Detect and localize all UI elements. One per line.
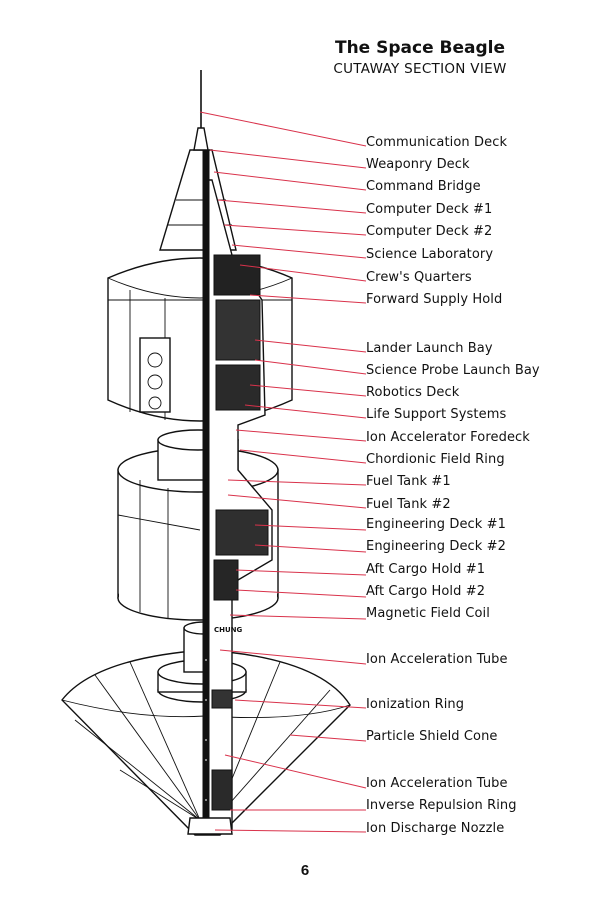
label-aft-cargo-hold-1: Aft Cargo Hold #1 [366, 562, 486, 577]
page-title: The Space Beagle [334, 38, 506, 58]
label-engineering-deck-2: Engineering Deck #2 [366, 539, 507, 554]
label-ion-acceleration-tube-upper: Ion Acceleration Tube [366, 652, 508, 667]
label-ion-accelerator-foredeck: Ion Accelerator Foredeck [366, 430, 530, 445]
label-chordionic-field-ring: Chordionic Field Ring [366, 452, 505, 467]
label-command-bridge: Command Bridge [366, 179, 481, 194]
artist-signature: CHUNG [214, 626, 243, 634]
label-particle-shield-cone: Particle Shield Cone [366, 729, 498, 744]
label-ionization-ring: Ionization Ring [366, 697, 465, 712]
label-forward-supply-hold: Forward Supply Hold [366, 292, 503, 307]
label-fuel-tank-1: Fuel Tank #1 [366, 474, 451, 489]
label-weaponry-deck: Weaponry Deck [366, 157, 470, 172]
label-life-support-systems: Life Support Systems [366, 407, 507, 422]
label-fuel-tank-2: Fuel Tank #2 [366, 497, 451, 512]
label-computer-deck-2: Computer Deck #2 [366, 224, 493, 239]
label-engineering-deck-1: Engineering Deck #1 [366, 517, 507, 532]
label-computer-deck-1: Computer Deck #1 [366, 202, 493, 217]
label-science-probe-launch-bay: Science Probe Launch Bay [366, 363, 540, 378]
page-number: 6 [300, 862, 310, 879]
interior-machinery [211, 254, 269, 811]
label-inverse-repulsion-ring: Inverse Repulsion Ring [366, 798, 517, 813]
label-magnetic-field-coil: Magnetic Field Coil [366, 606, 490, 621]
label-communication-deck: Communication Deck [366, 135, 508, 150]
label-lander-launch-bay: Lander Launch Bay [366, 341, 493, 356]
leader-lines [199, 111, 367, 833]
label-ion-acceleration-tube-lower: Ion Acceleration Tube [366, 776, 508, 791]
page-subtitle: CUTAWAY SECTION VIEW [333, 61, 507, 77]
label-science-laboratory: Science Laboratory [366, 247, 494, 262]
label-crews-quarters: Crew's Quarters [366, 270, 472, 285]
label-robotics-deck: Robotics Deck [366, 385, 460, 400]
label-aft-cargo-hold-2: Aft Cargo Hold #2 [366, 584, 486, 599]
label-ion-discharge-nozzle: Ion Discharge Nozzle [366, 821, 505, 836]
